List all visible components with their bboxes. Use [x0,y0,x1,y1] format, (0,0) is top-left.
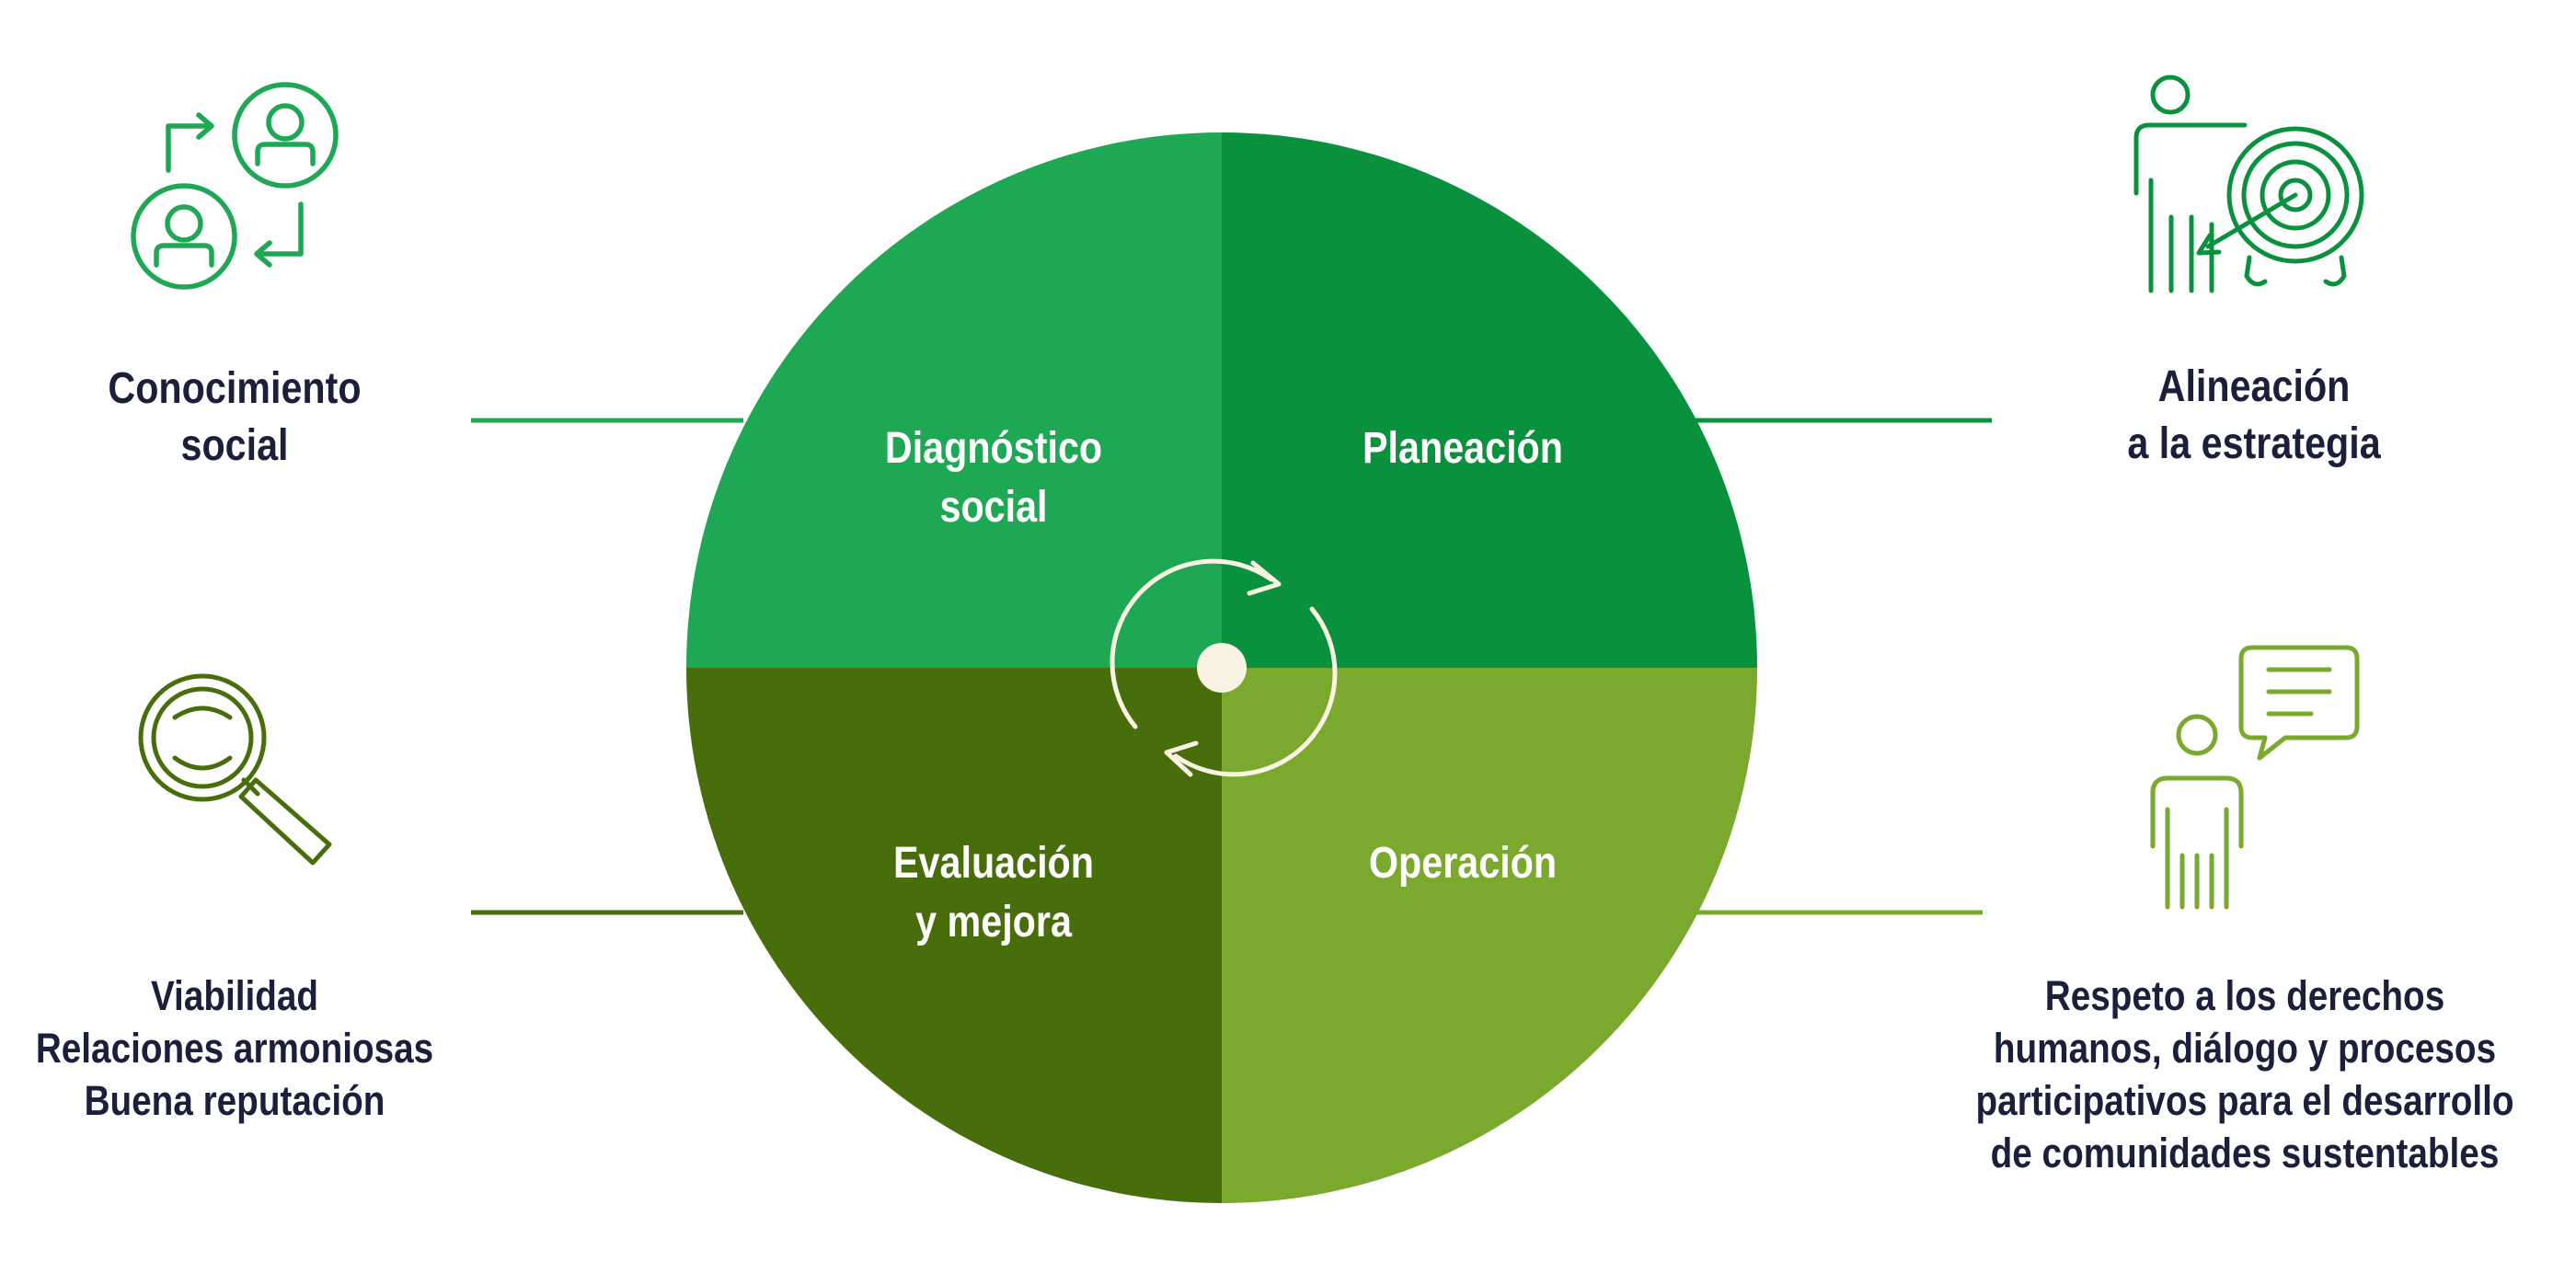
outcome-line: Buena reputación [84,1077,385,1124]
outcome-line: Respeto a los derechos [2044,972,2445,1019]
outcome-line: humanos, diálogo y procesos [1993,1025,2497,1072]
outcome-line: a la estrategia [2127,419,2381,468]
quadrant-label-evaluacion: Evaluación y mejora [875,834,1112,952]
outcome-conocimiento-social: Conocimiento social [97,361,374,475]
quadrant-bottom-left [686,668,1222,1203]
quadrant-label-line: Operación [1368,839,1558,888]
quadrant-label-line: social [939,483,1048,532]
magnifier-icon [138,673,332,866]
quadrant-label-line: Evaluación [893,839,1094,888]
quadrant-label-operacion: Operación [1344,834,1581,893]
quadrant-label-line: Planeación [1363,424,1563,473]
person-speech-icon [2150,645,2360,910]
outcome-line: social [180,421,289,470]
center-dot [1197,643,1247,693]
outcome-line: Conocimiento [108,364,362,413]
quadrant-label-diagnostico: Diagnóstico social [875,419,1112,537]
quadrant-label-line: y mejora [915,898,1072,946]
quadrant-bottom-right [1222,668,1757,1203]
quadrant-label-planeacion: Planeación [1344,419,1581,478]
person-target-icon [2133,75,2364,293]
quadrant-label-line: Diagnóstico [884,424,1103,473]
cycle-arrows-icon [1110,558,1338,777]
quadrant-top-left [686,132,1222,668]
outcome-respeto-derechos: Respeto a los derechos humanos, diálogo … [1964,969,2526,1179]
outcome-line: Viabilidad [150,972,319,1019]
people-exchange-icon [131,82,339,290]
outcome-line: de comunidades sustentables [1990,1130,2500,1176]
outcome-line: Alineación [2157,362,2351,411]
outcome-alineacion-estrategia: Alineación a la estrategia [2096,359,2412,473]
outcome-line: participativos para el desarrollo [1975,1077,2514,1124]
outcome-viabilidad: Viabilidad Relaciones armoniosas Buena r… [33,969,437,1127]
quadrant-top-right [1222,132,1757,668]
outcome-line: Relaciones armoniosas [35,1025,434,1072]
